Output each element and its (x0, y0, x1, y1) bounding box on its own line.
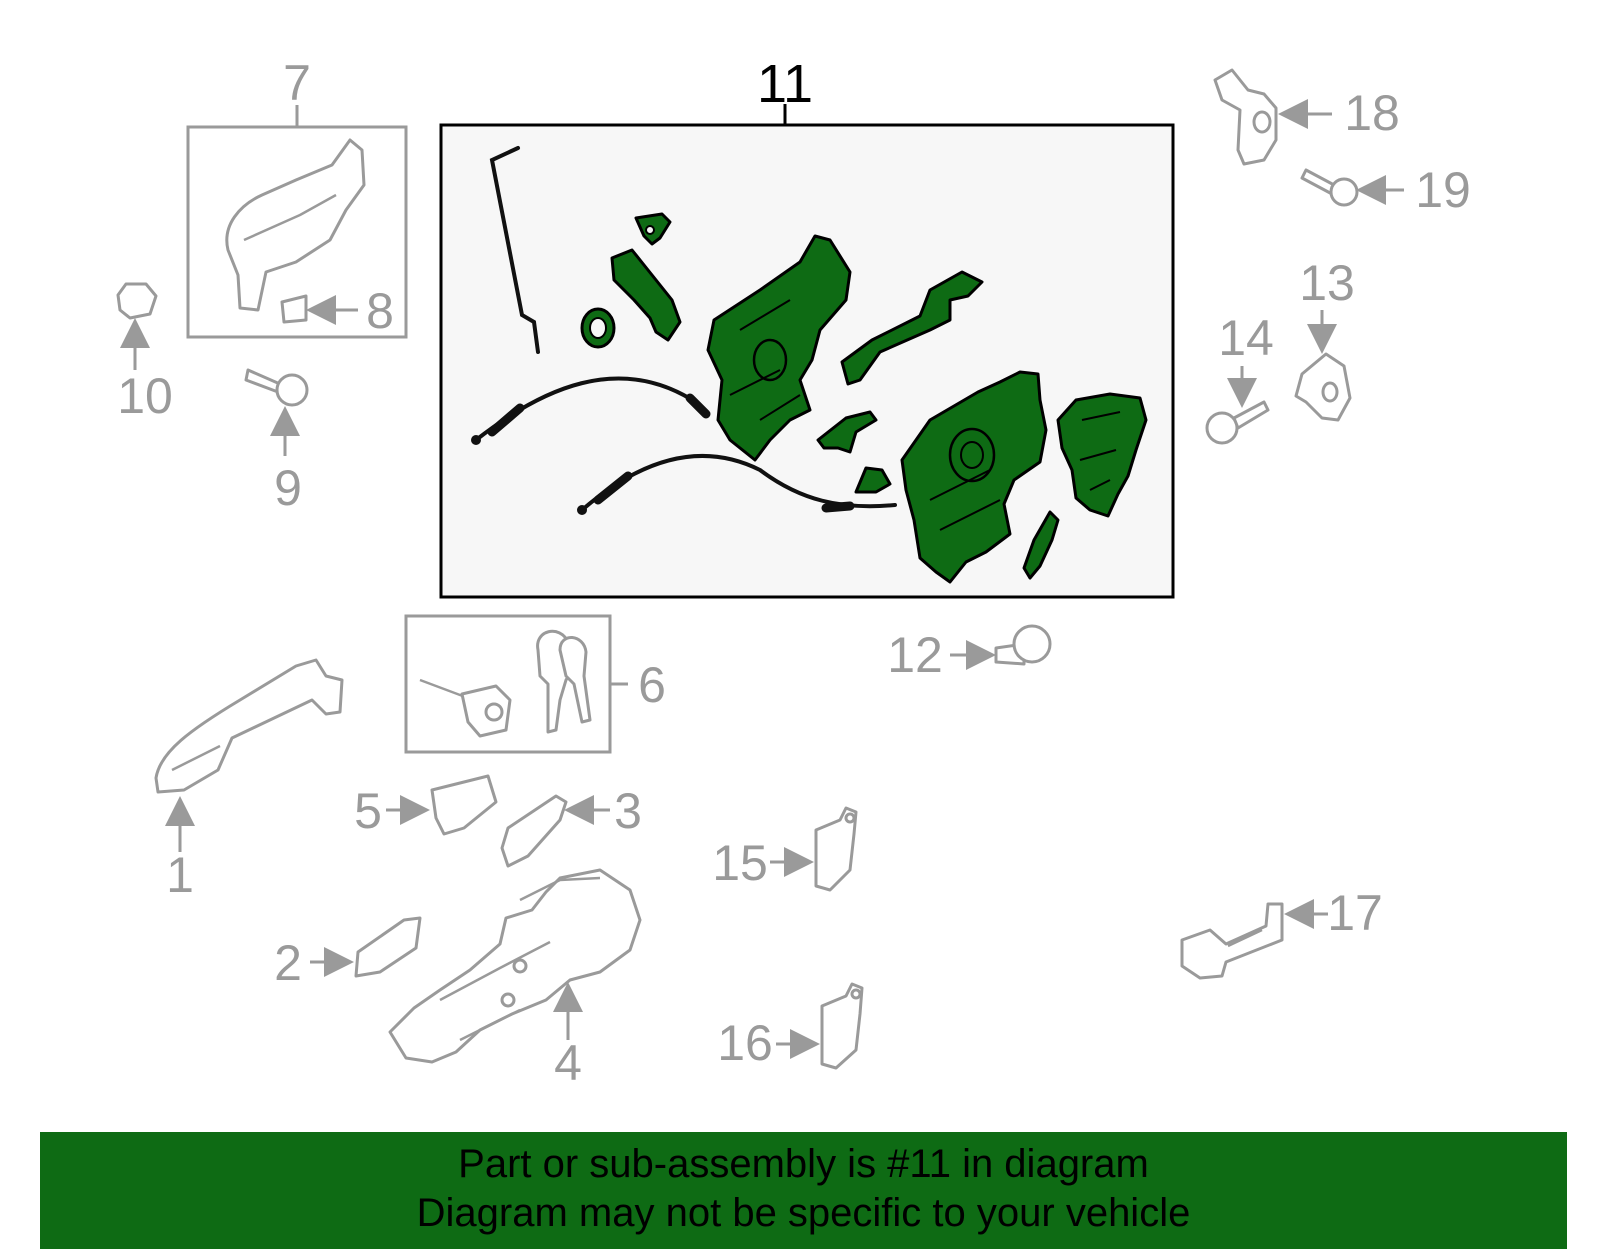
hinge-15 (814, 806, 858, 892)
callout-12: 12 (887, 627, 943, 683)
banner-line-2: Diagram may not be specific to your vehi… (416, 1191, 1191, 1235)
clip-tab (854, 466, 892, 494)
clip-8 (280, 294, 308, 324)
callout-7: 7 (283, 55, 311, 111)
callout-17: 17 (1327, 885, 1383, 941)
callout-9: 9 (274, 460, 302, 516)
part-4-group[interactable]: 4 (388, 868, 642, 1091)
bracket (610, 248, 682, 342)
part-3-group[interactable]: 3 (500, 783, 642, 868)
callout-5: 5 (354, 783, 382, 839)
hinge-16 (820, 982, 864, 1070)
callout-19: 19 (1415, 162, 1471, 218)
bolt-9 (275, 373, 309, 407)
lock-rod (489, 146, 540, 354)
inside-handle-group[interactable]: 7 8 (186, 55, 408, 339)
screw-12 (1012, 624, 1052, 664)
gasket-2 (354, 916, 422, 978)
latch-actuator (1056, 392, 1148, 518)
callout-11: 11 (757, 54, 813, 114)
callout-4: 4 (554, 1035, 582, 1091)
gasket-3 (500, 794, 568, 868)
callout-1: 1 (166, 847, 194, 903)
nut-10 (116, 282, 158, 320)
part-5-group[interactable]: 5 (354, 774, 498, 839)
callout-14: 14 (1218, 310, 1274, 366)
part-19-group[interactable]: 19 (1300, 162, 1471, 218)
info-banner: Part or sub-assembly is #11 in diagram D… (40, 1132, 1567, 1249)
inside-handle-green (840, 270, 984, 386)
callout-15: 15 (712, 835, 768, 891)
banner-line-1: Part or sub-assembly is #11 in diagram (458, 1142, 1149, 1186)
outside-handle-1 (154, 658, 344, 794)
part-10-group[interactable]: 10 (116, 282, 173, 424)
part-13-group[interactable]: 13 (1294, 255, 1355, 422)
striker-18 (1213, 68, 1278, 166)
callout-13: 13 (1299, 255, 1355, 311)
bolt-19 (1329, 177, 1359, 207)
callout-6: 6 (638, 657, 666, 713)
link-rod (1022, 510, 1060, 580)
part-16-group[interactable]: 16 (717, 982, 864, 1071)
callout-10: 10 (117, 368, 173, 424)
callout-16: 16 (717, 1015, 773, 1071)
part-9-group[interactable]: 9 (244, 368, 309, 516)
lever-small (816, 410, 878, 454)
bolt-14 (1205, 411, 1239, 445)
cap-5 (430, 774, 498, 836)
door-check-17 (1180, 902, 1284, 980)
key-2 (558, 636, 592, 724)
part-17-group[interactable]: 17 (1180, 885, 1383, 980)
inside-handle-7 (225, 138, 366, 312)
part-2-group[interactable]: 2 (274, 916, 422, 991)
callout-3: 3 (614, 783, 642, 839)
part-15-group[interactable]: 15 (712, 806, 858, 892)
part-12-group[interactable]: 12 (887, 624, 1052, 683)
callout-8: 8 (366, 283, 394, 339)
callout-18: 18 (1344, 85, 1400, 141)
callout-2: 2 (274, 935, 302, 991)
lock-cylinder-group[interactable]: 6 (404, 614, 666, 754)
part-1-group[interactable]: 1 (154, 658, 344, 903)
assembly-11-group[interactable]: 11 (439, 54, 1175, 599)
part-18-group[interactable]: 18 (1213, 68, 1400, 166)
part-14-group[interactable]: 14 (1205, 310, 1274, 445)
